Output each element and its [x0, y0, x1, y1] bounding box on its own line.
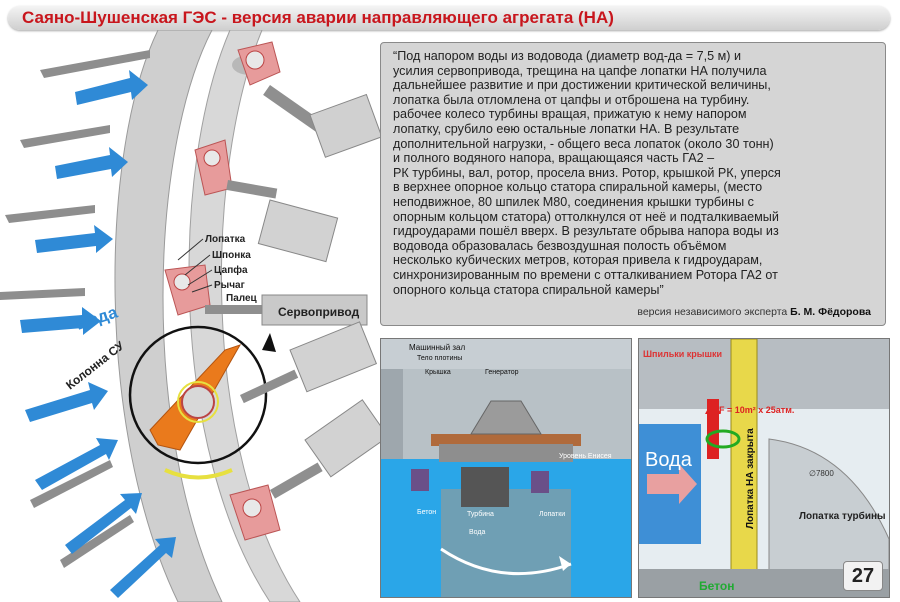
detail-concrete-label: Бетон — [699, 579, 735, 593]
vane-unit-1 — [232, 41, 380, 158]
stator-ring — [114, 30, 223, 602]
page-title: Саяно-Шушенская ГЭС - версия аварии напр… — [22, 8, 614, 27]
turbine-blade-label: Лопатка турбины — [799, 511, 886, 522]
blades-label: Лопатки — [539, 511, 566, 518]
pin-label: Шпонка — [212, 250, 251, 261]
page-number: 27 — [843, 561, 883, 591]
lever-label: Рычаг — [214, 280, 245, 291]
concrete-label: Бетон — [417, 509, 437, 516]
blade-label: Лопатка — [205, 234, 246, 245]
water-arrows — [20, 70, 176, 598]
section-water-label: Вода — [469, 529, 486, 536]
level-label: Уровень Енисея — [559, 453, 612, 460]
quote-source: версия независимого эксперта Б. М. Фёдор… — [637, 306, 871, 318]
vane-unit-3: Сервопривод — [164, 264, 368, 326]
detail-drawing — [639, 339, 889, 597]
closed-blade-label: Лопатка НА закрыта — [745, 428, 756, 529]
studs-label: Шпильки крышки — [643, 349, 723, 359]
finger-label: Палец — [226, 293, 258, 304]
guide-vane-diagram: Вода Колонна СУ Сервопривод — [0, 30, 380, 602]
force-label: F = 10m² x 25атм. — [719, 405, 795, 415]
section-drawing — [381, 339, 631, 597]
cover-label: Крышка — [425, 369, 451, 376]
generator-label: Генератор — [485, 369, 519, 376]
broken-blade — [128, 325, 276, 480]
water-label: Вода — [73, 302, 120, 333]
turbine-label: Турбина — [467, 511, 494, 518]
column-label: Колонна СУ — [63, 338, 127, 392]
vane-unit-5 — [229, 399, 380, 541]
stay-vanes — [0, 50, 150, 568]
expert-quote-panel: “Под напором воды из водовода (диаметр в… — [380, 42, 886, 326]
dam-label: Тело плотины — [417, 355, 463, 362]
diameter-label: ∅7800 — [809, 469, 834, 478]
vane-unit-4 — [239, 321, 378, 404]
expert-quote: “Под напором воды из водовода (диаметр в… — [393, 49, 781, 297]
hall-label: Машинный зал — [409, 343, 466, 352]
part-labels: Лопатка Шпонка Цапфа Рычаг Палец — [205, 234, 258, 304]
vane-unit-2 — [194, 139, 339, 263]
detail-water-label: Вода — [645, 449, 692, 471]
turbine-section-panel: Машинный зал Тело плотины Крышка Генерат… — [380, 338, 632, 598]
title-bar: Саяно-Шушенская ГЭС - версия аварии напр… — [8, 6, 890, 30]
trunnion-label: Цапфа — [214, 264, 248, 276]
servo-label: Сервопривод — [278, 305, 360, 319]
cover-studs-detail-panel: Шпильки крышки F = 10m² x 25атм. Вода Ло… — [638, 338, 890, 598]
